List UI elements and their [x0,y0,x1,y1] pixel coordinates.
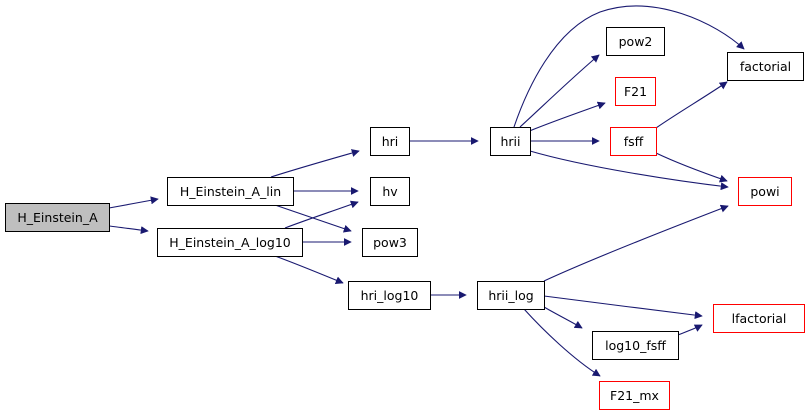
node-label: F21 [624,84,647,99]
node-hri-log10[interactable]: hri_log10 [348,281,431,310]
node-box [5,203,110,232]
node-h-einstein-a[interactable]: H_Einstein_A [5,203,110,232]
node-box [157,228,303,257]
edge-line [655,152,728,183]
node-h-einstein-a-lin[interactable]: H_Einstein_A_lin [167,177,294,206]
node-label: hri_log10 [361,288,419,303]
edge-H_Einstein_A_lin-to-hri [270,149,360,178]
node-lfactorial[interactable]: lfactorial [713,304,805,333]
node-pow2[interactable]: pow2 [606,27,665,56]
edge-line [270,149,360,178]
node-h-einstein-a-log10[interactable]: H_Einstein_A_log10 [157,228,303,257]
node-box [477,281,545,310]
node-box [738,177,792,206]
edge-line [108,196,159,209]
node-hrii-log[interactable]: hrii_log [477,281,545,310]
edge-line [543,204,729,282]
edge-hrii_log-to-F21_mx [523,308,601,377]
node-label: lfactorial [732,311,787,326]
edge-line [655,81,728,129]
edges-layer [108,5,745,377]
node-box [727,52,804,81]
edge-line [513,5,745,128]
node-label: pow3 [373,235,407,250]
node-label: hrii_log [488,288,533,303]
node-label: hri [382,134,399,149]
node-box [713,304,805,333]
node-box [348,281,431,310]
edge-fsff-to-powi [655,152,728,183]
edge-fsff-to-factorial [655,81,728,129]
node-box [599,381,670,410]
edge-line [543,295,703,320]
edge-H_Einstein_A-to-H_Einstein_A_log10 [108,225,149,235]
node-fsff[interactable]: fsff [610,127,657,156]
edge-hrii-to-factorial [513,5,745,128]
node-label: H_Einstein_A [17,210,98,225]
node-label: log10_fsff [605,338,666,353]
node-label: fsff [624,134,644,149]
edge-line [526,101,606,133]
node-label: hrii [500,134,520,149]
node-label: H_Einstein_A_lin [180,184,281,199]
node-log10-fsff[interactable]: log10_fsff [592,331,679,360]
edge-hrii_log-to-powi [543,204,729,282]
edge-hrii-to-F21 [526,101,606,133]
node-label: factorial [740,59,791,74]
node-label: powi [750,184,779,199]
node-hv[interactable]: hv [370,177,410,206]
edge-H_Einstein_A_log10-to-hri_log10 [274,255,344,284]
node-label: F21_mx [610,388,659,403]
edge-H_Einstein_A_log10-to-hv [284,200,359,229]
edge-hrii_log-to-lfactorial [543,295,703,320]
node-box [370,127,410,156]
edge-line [523,308,601,377]
edge-line [519,54,600,128]
node-pow3[interactable]: pow3 [362,228,418,257]
node-box [490,127,531,156]
node-factorial[interactable]: factorial [727,52,804,81]
edge-line [677,324,703,336]
node-label: hv [382,184,398,199]
node-label: pow2 [619,34,653,49]
node-box [167,177,294,206]
edge-hrii-to-powi [529,150,729,191]
nodes-layer: H_Einstein_A H_Einstein_A_linH_Einstein_A… [5,27,805,410]
edge-line [274,255,344,284]
node-box [606,27,665,56]
node-f21[interactable]: F21 [615,77,656,106]
node-box [610,127,657,156]
node-hri[interactable]: hri [370,127,410,156]
edge-H_Einstein_A-to-H_Einstein_A_lin [108,196,159,209]
edge-hrii-to-pow2 [519,54,600,128]
node-box [592,331,679,360]
node-box [615,77,656,106]
node-f21-mx[interactable]: F21_mx [599,381,670,410]
edge-line [108,225,149,235]
edge-log10_fsff-to-lfactorial [677,324,703,336]
node-powi[interactable]: powi [738,177,792,206]
edge-line [284,200,359,229]
node-hrii[interactable]: hrii [490,127,531,156]
edge-hrii_log-to-log10_fsff [543,306,583,329]
node-box [370,177,410,206]
edge-line [529,150,729,191]
node-box [362,228,418,257]
node-label: H_Einstein_A_log10 [169,235,291,250]
edge-line [543,306,583,329]
